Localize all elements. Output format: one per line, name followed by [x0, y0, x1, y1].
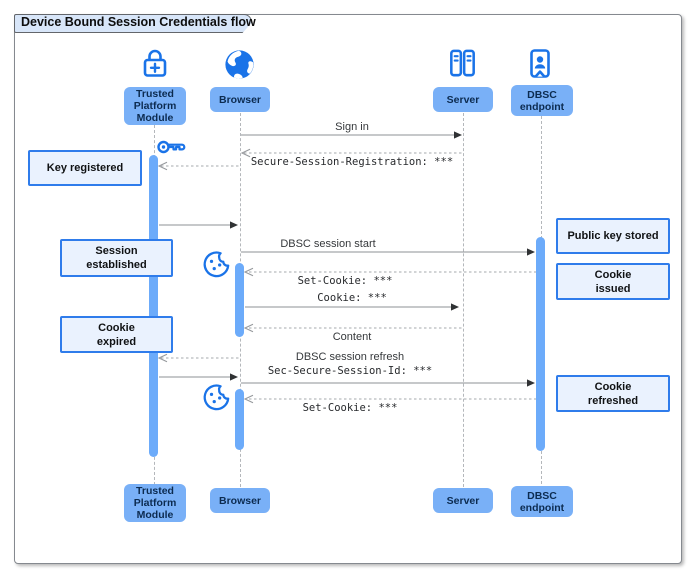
server-rack-icon — [445, 46, 480, 82]
activation-bar-dbsc — [536, 237, 545, 451]
actor-top-tpm: Trusted Platform Module — [124, 87, 186, 125]
message-label-set-cookie-refreshed: Set-Cookie: *** — [302, 402, 398, 414]
note-cookie-issued: Cookie issued — [556, 263, 670, 300]
activation-bar-browser-2 — [235, 389, 244, 450]
key-icon — [156, 136, 189, 159]
message-label-sign-in: Sign in — [335, 121, 369, 133]
actor-top-dbsc-endpoint: DBSC endpoint — [511, 85, 573, 116]
diagram-title: Device Bound Session Credentials flow — [21, 15, 256, 29]
note-key-registered: Key registered — [28, 150, 142, 186]
actor-bottom-tpm: Trusted Platform Module — [124, 484, 186, 522]
note-public-key-stored: Public key stored — [556, 218, 670, 254]
lock-plus-icon — [137, 45, 173, 83]
activation-bar-tpm — [149, 155, 158, 457]
lifeline-server — [462, 113, 464, 487]
note-cookie-expired: Cookie expired — [60, 316, 173, 353]
message-label-dbsc-session-start: DBSC session start — [280, 238, 376, 250]
message-label-secure-session-registration: Secure-Session-Registration: *** — [250, 156, 454, 168]
message-label-cookie: Cookie: *** — [317, 292, 387, 304]
activation-bar-browser-1 — [235, 263, 244, 337]
cookie-icon — [202, 250, 231, 279]
message-label-set-cookie-issued: Set-Cookie: *** — [297, 275, 393, 287]
actor-bottom-browser: Browser — [210, 488, 270, 513]
cookie-icon — [202, 383, 231, 412]
actor-top-server: Server — [433, 87, 493, 112]
actor-bottom-server: Server — [433, 488, 493, 513]
note-session-established: Session established — [60, 239, 173, 277]
globe-icon — [222, 47, 257, 82]
actor-top-browser: Browser — [210, 87, 270, 112]
message-label-dbsc-session-refresh: DBSC session refresh — [295, 351, 405, 363]
message-label-content: Content — [332, 331, 372, 343]
actor-bottom-dbsc-endpoint: DBSC endpoint — [511, 486, 573, 517]
id-badge-icon — [522, 45, 558, 83]
message-label-sec-secure-session-id: Sec-Secure-Session-Id: *** — [267, 365, 433, 377]
note-cookie-refreshed: Cookie refreshed — [556, 375, 670, 412]
